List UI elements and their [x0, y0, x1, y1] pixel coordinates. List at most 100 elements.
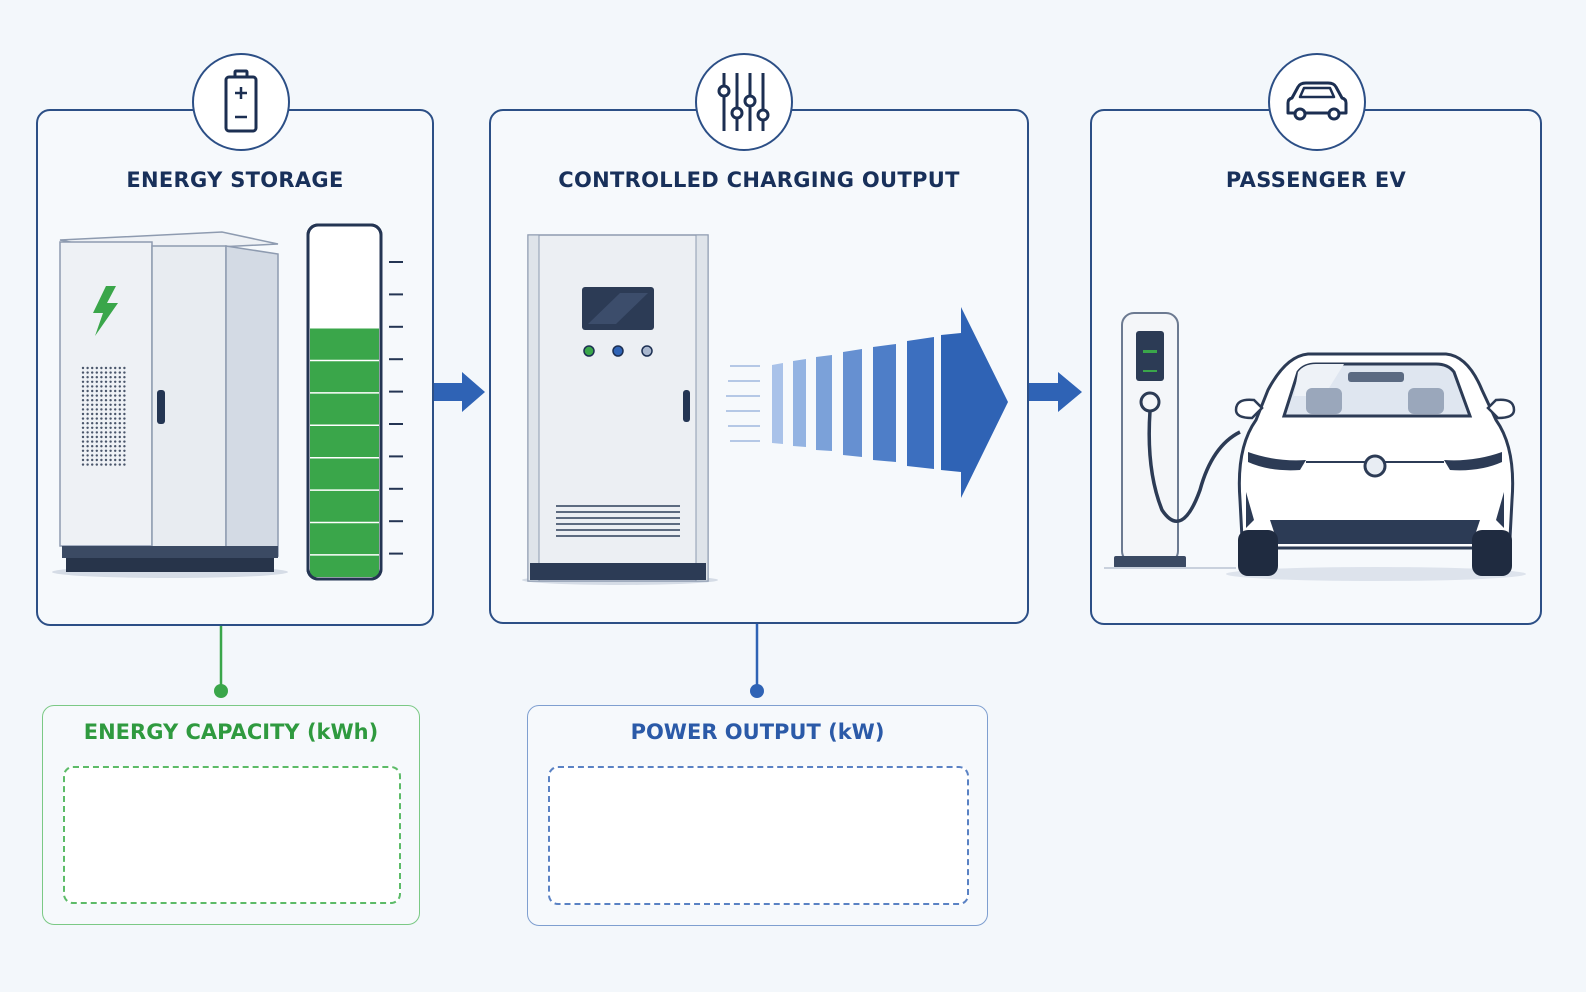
vent-dot	[81, 422, 85, 425]
vent-dot	[104, 376, 108, 379]
vent-dot	[114, 431, 117, 434]
vent-dot	[123, 449, 126, 452]
vent-dot	[104, 435, 108, 439]
vent-dot	[95, 431, 99, 434]
vent-dot	[114, 366, 117, 370]
vent-dot	[118, 408, 122, 411]
vent-dot	[81, 403, 85, 406]
energy-capacity-input[interactable]	[63, 766, 401, 904]
vent-dot	[118, 366, 122, 370]
vent-dot	[81, 399, 85, 402]
vent-dot	[91, 399, 94, 402]
passenger-ev-title: PASSENGER EV	[1225, 168, 1407, 192]
vent-dot	[123, 412, 126, 416]
vent-dot	[86, 454, 89, 457]
vent-dot	[81, 449, 85, 452]
vent-dot	[118, 435, 122, 439]
vent-dot	[100, 445, 103, 448]
vent-dot	[118, 426, 122, 429]
vent-dot	[81, 394, 85, 397]
vent-dot	[95, 394, 99, 397]
vent-dot	[100, 449, 103, 452]
vent-dot	[114, 422, 117, 425]
energy-capacity-title: ENERGY CAPACITY (kWh)	[83, 720, 379, 744]
vent-dot	[86, 422, 89, 425]
vent-dot	[100, 408, 103, 411]
vent-dot	[118, 454, 122, 457]
vent-dot	[123, 458, 126, 462]
vent-dot	[123, 445, 126, 448]
vent-dot	[109, 431, 112, 434]
vent-dot	[95, 435, 99, 439]
vent-dot	[118, 463, 122, 466]
vent-dot	[86, 376, 89, 379]
vent-dot	[86, 389, 89, 393]
vent-dot	[95, 463, 99, 466]
vent-dot	[91, 440, 94, 443]
vent-dot	[114, 449, 117, 452]
vent-dot	[104, 449, 108, 452]
vent-dot	[104, 458, 108, 462]
vent-dot	[91, 389, 94, 393]
vent-dot	[86, 385, 89, 388]
energy-storage-title: ENERGY STORAGE	[126, 168, 344, 192]
vent-dot	[118, 449, 122, 452]
vent-dot	[86, 435, 89, 439]
vent-dot	[95, 371, 99, 374]
storage-cabinet	[52, 231, 288, 578]
vent-dot	[123, 417, 126, 420]
vent-dot	[109, 417, 112, 420]
vent-dot	[109, 426, 112, 429]
vent-dot	[118, 445, 122, 448]
vent-dot	[118, 422, 122, 425]
power-output-input[interactable]	[548, 766, 969, 905]
vent-dot	[95, 366, 99, 370]
vent-dot	[81, 458, 85, 462]
vent-dot	[123, 431, 126, 434]
status-led-green	[583, 345, 595, 357]
vent-dot	[114, 435, 117, 439]
vent-dot	[123, 371, 126, 374]
vent-dot	[104, 445, 108, 448]
vent-dot	[123, 408, 126, 411]
vent-dot	[109, 366, 112, 370]
vent-dot	[86, 366, 89, 370]
vent-dot	[104, 380, 108, 383]
vent-dot	[91, 376, 94, 379]
vent-dot	[100, 454, 103, 457]
vent-dot	[81, 385, 85, 388]
vent-dot	[114, 389, 117, 393]
vent-dot	[118, 389, 122, 393]
vent-dot	[123, 376, 126, 379]
vent-dot	[100, 417, 103, 420]
vent-dot	[109, 449, 112, 452]
vent-dot	[86, 417, 89, 420]
vent-dot	[114, 399, 117, 402]
vent-dot	[109, 435, 112, 439]
vent-dot	[118, 412, 122, 416]
vent-dot	[91, 458, 94, 462]
vent-dot	[91, 394, 94, 397]
vent-dot	[123, 463, 126, 466]
vent-dot	[91, 412, 94, 416]
vent-dot	[123, 394, 126, 397]
vent-dot	[86, 431, 89, 434]
vent-dot	[123, 426, 126, 429]
vent-dot	[100, 403, 103, 406]
vent-dot	[118, 431, 122, 434]
vent-dot	[104, 399, 108, 402]
vent-dot	[81, 376, 85, 379]
vent-dot	[114, 458, 117, 462]
vent-dot	[123, 399, 126, 402]
vent-dot	[81, 389, 85, 393]
vent-dot	[109, 380, 112, 383]
vent-dot	[104, 389, 108, 393]
vent-dot	[118, 417, 122, 420]
vent-dot	[86, 449, 89, 452]
vent-dot	[91, 463, 94, 466]
vent-dot	[100, 399, 103, 402]
vent-dot	[95, 449, 99, 452]
vent-dot	[123, 366, 126, 370]
